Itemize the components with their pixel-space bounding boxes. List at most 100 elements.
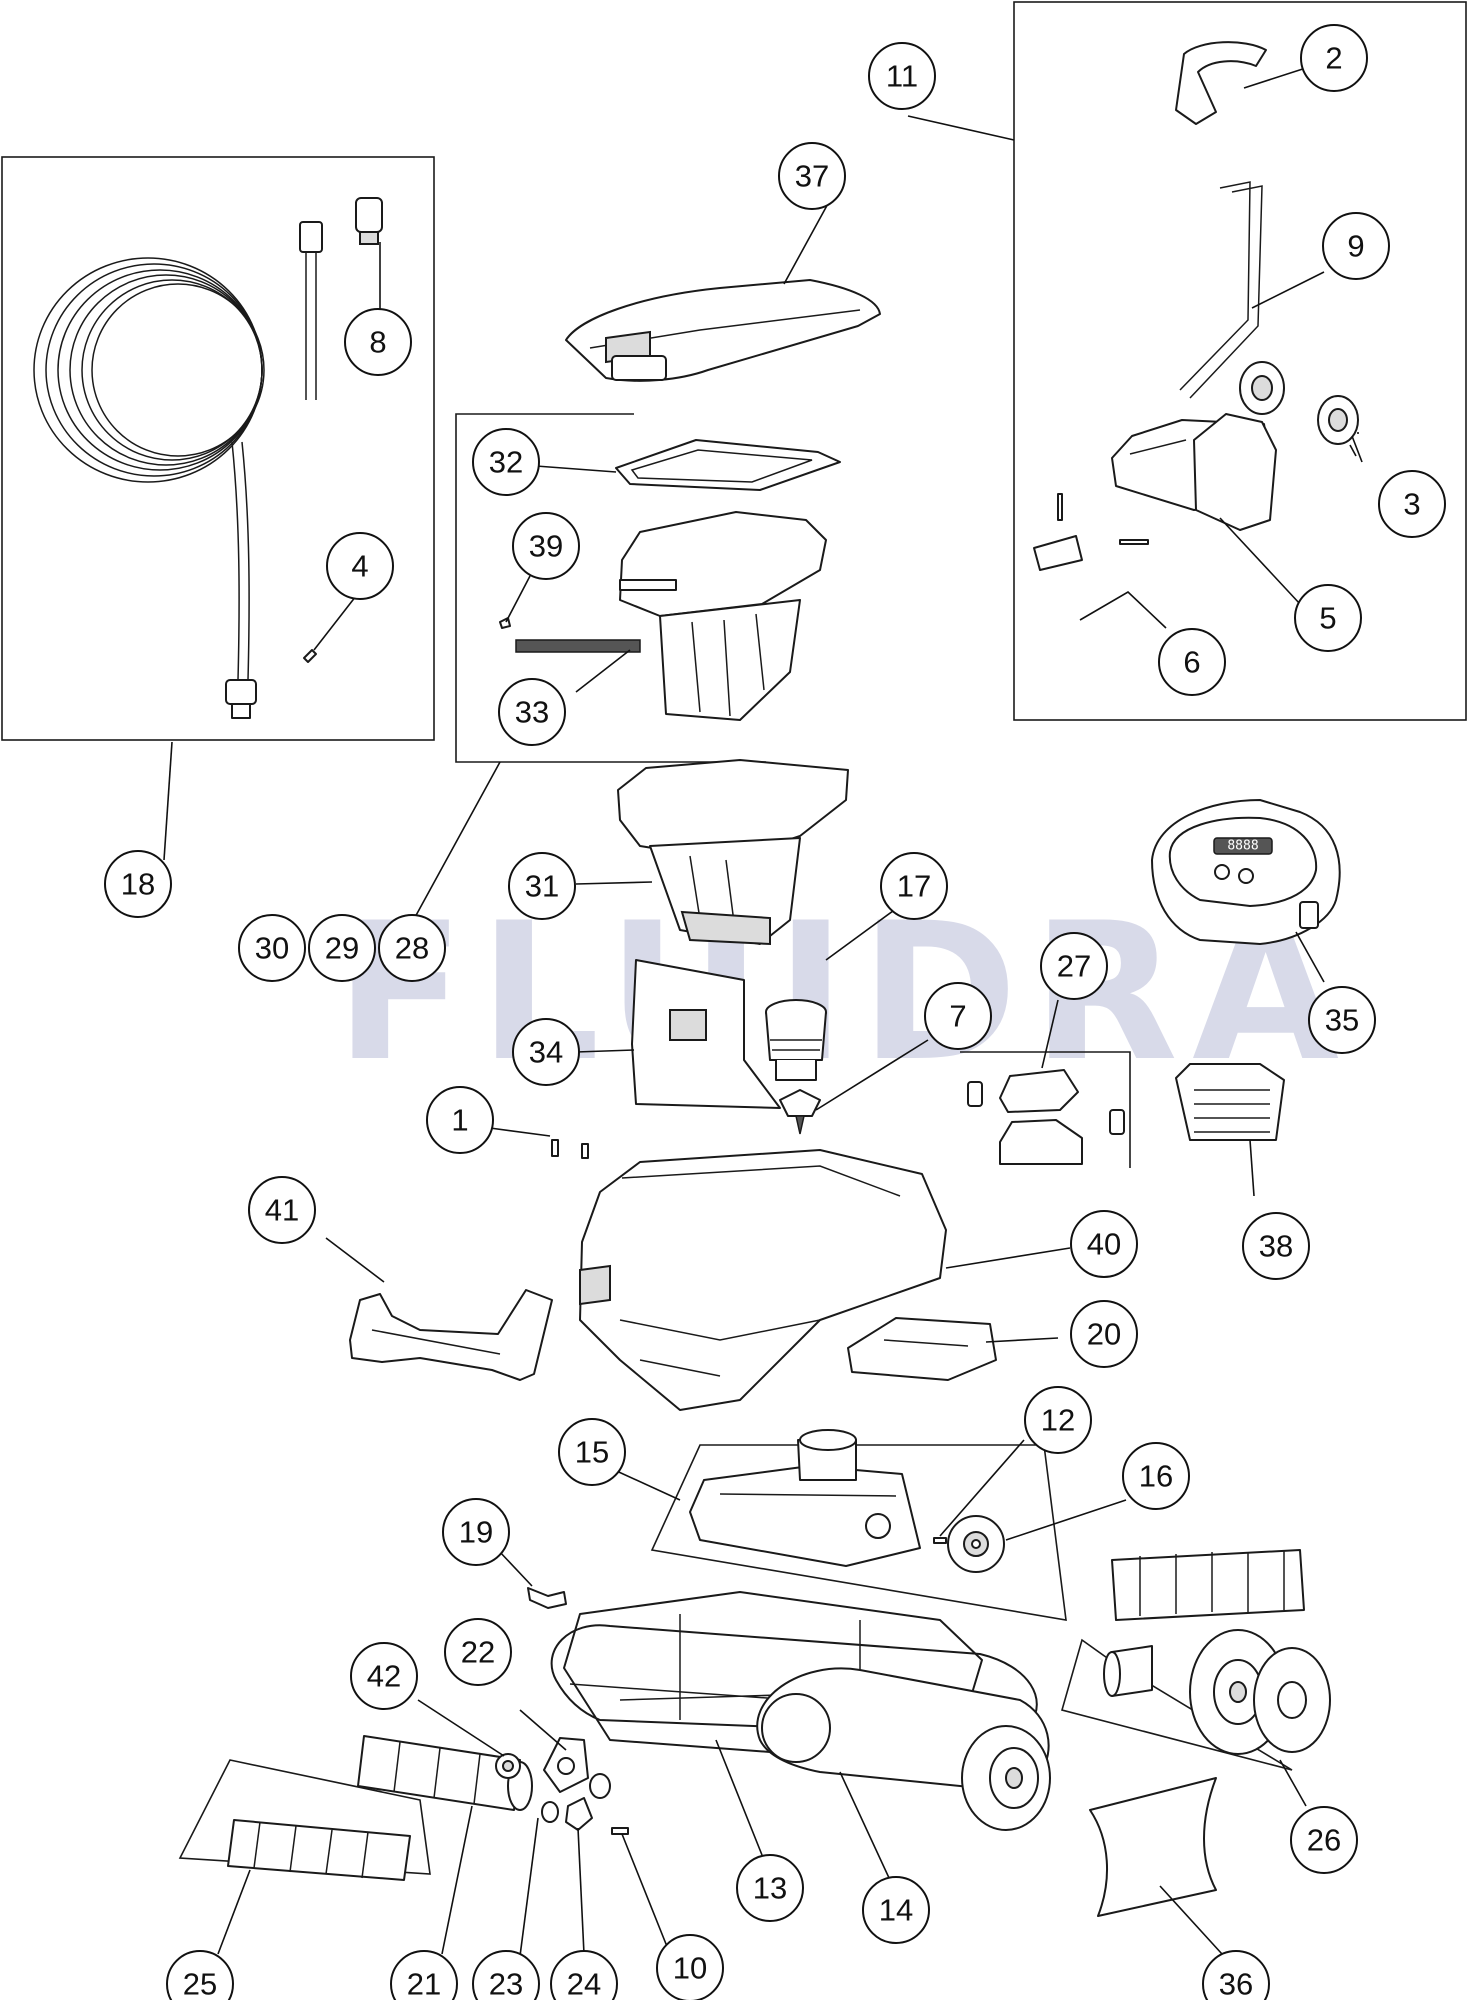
leader-lines	[163, 65, 1363, 1957]
svg-text:34: 34	[529, 1035, 563, 1070]
svg-text:1: 1	[451, 1103, 468, 1138]
caddy-screws-part-6	[1033, 493, 1149, 571]
motor-block-part-15	[689, 1429, 921, 1567]
svg-text:38: 38	[1259, 1229, 1293, 1264]
drive-kit-26-box	[1061, 1638, 1293, 1771]
callout-2: 2	[1300, 24, 1368, 92]
callout-9: 9	[1322, 212, 1390, 280]
impeller-part-7	[779, 1089, 821, 1135]
motor-kit-15-box	[650, 1444, 1067, 1621]
callout-20: 20	[1070, 1300, 1138, 1368]
callout-34: 34	[512, 1018, 580, 1086]
svg-text:7: 7	[949, 999, 966, 1034]
callout-15: 15	[558, 1418, 626, 1486]
callout-31: 31	[508, 852, 576, 920]
caddy-wheels-part-3	[1239, 361, 1359, 445]
cable-kit-box	[1, 156, 435, 741]
callout-12: 12	[1024, 1386, 1092, 1454]
pin-part-12	[933, 1537, 947, 1544]
clip-part-19	[527, 1587, 567, 1609]
cable-swivel-part-8	[355, 197, 383, 245]
callout-5: 5	[1294, 584, 1362, 652]
callout-35: 35	[1308, 986, 1376, 1054]
callout-23: 23	[472, 1950, 540, 2000]
callout-19: 19	[442, 1498, 510, 1566]
caddy-handle-part-9	[1179, 181, 1263, 399]
svg-text:30: 30	[255, 931, 289, 966]
control-box-display: 8888	[1227, 839, 1258, 854]
bushing-part-24	[565, 1797, 593, 1831]
caddy-clip-part-2	[1175, 41, 1267, 125]
svg-text:25: 25	[183, 1967, 217, 2000]
svg-text:2: 2	[1325, 41, 1342, 76]
callout-13: 13	[736, 1854, 804, 1922]
callout-27: 27	[1040, 932, 1108, 1000]
brush-kit-25-box	[178, 1759, 431, 1875]
callout-1: 1	[426, 1086, 494, 1154]
svg-text:3: 3	[1403, 487, 1420, 522]
svg-text:36: 36	[1219, 1967, 1253, 2000]
svg-text:17: 17	[897, 869, 931, 904]
svg-text:15: 15	[575, 1435, 609, 1470]
callout-30: 30	[238, 914, 306, 982]
bracket-part-20	[847, 1317, 997, 1381]
bracket-part-22	[543, 1737, 589, 1793]
front-brush-roller	[1111, 1549, 1305, 1621]
callout-21: 21	[390, 1950, 458, 2000]
svg-text:9: 9	[1347, 229, 1364, 264]
screw-part-4	[303, 649, 317, 663]
svg-text:37: 37	[795, 159, 829, 194]
filter-frame-part-32	[615, 439, 841, 491]
callout-16: 16	[1122, 1442, 1190, 1510]
handle-part-41	[349, 1289, 553, 1381]
callout-4: 4	[326, 532, 394, 600]
side-covers-part-27	[967, 1069, 1125, 1165]
callout-38: 38	[1242, 1212, 1310, 1280]
svg-text:4: 4	[351, 549, 368, 584]
svg-text:35: 35	[1325, 1003, 1359, 1038]
svg-text:26: 26	[1307, 1823, 1341, 1858]
svg-text:40: 40	[1087, 1227, 1121, 1262]
svg-text:14: 14	[879, 1893, 913, 1928]
svg-text:27: 27	[1057, 949, 1091, 984]
svg-text:19: 19	[459, 1515, 493, 1550]
drive-wheel-front	[961, 1725, 1051, 1831]
svg-text:22: 22	[461, 1635, 495, 1670]
bearing-part-42	[495, 1753, 611, 1799]
callout-22: 22	[444, 1618, 512, 1686]
brush-axle-part-21	[357, 1735, 533, 1811]
svg-text:16: 16	[1139, 1459, 1173, 1494]
callout-37: 37	[778, 142, 846, 210]
svg-text:29: 29	[325, 931, 359, 966]
svg-text:6: 6	[1183, 645, 1200, 680]
callout-28: 28	[378, 914, 446, 982]
svg-text:28: 28	[395, 931, 429, 966]
drive-kit-part-26	[1103, 1629, 1331, 1755]
callout-24: 24	[550, 1950, 618, 2000]
screws-part-1	[551, 1139, 589, 1159]
svg-text:12: 12	[1041, 1403, 1075, 1438]
svg-text:23: 23	[489, 1967, 523, 2000]
floating-cable-coil	[33, 221, 323, 719]
svg-text:32: 32	[489, 445, 523, 480]
top-cover-part-37	[565, 279, 881, 382]
svg-text:13: 13	[753, 1871, 787, 1906]
callout-33: 33	[498, 678, 566, 746]
callout-17: 17	[880, 852, 948, 920]
svg-text:33: 33	[515, 695, 549, 730]
svg-text:31: 31	[525, 869, 559, 904]
callout-25: 25	[166, 1950, 234, 2000]
svg-text:42: 42	[367, 1659, 401, 1694]
caddy-base-part-5	[1111, 413, 1277, 531]
svg-text:5: 5	[1319, 601, 1336, 636]
filter-kit-box	[455, 413, 766, 763]
svg-text:39: 39	[529, 529, 563, 564]
screw-part-10	[611, 1827, 629, 1835]
fine-filter-part-38	[1175, 1063, 1285, 1141]
caddy-kit-box	[1013, 1, 1467, 721]
callout-39: 39	[512, 512, 580, 580]
washer-part-23	[541, 1801, 559, 1823]
guard-part-36	[1089, 1777, 1217, 1917]
filter-chute-part-34	[631, 959, 781, 1109]
